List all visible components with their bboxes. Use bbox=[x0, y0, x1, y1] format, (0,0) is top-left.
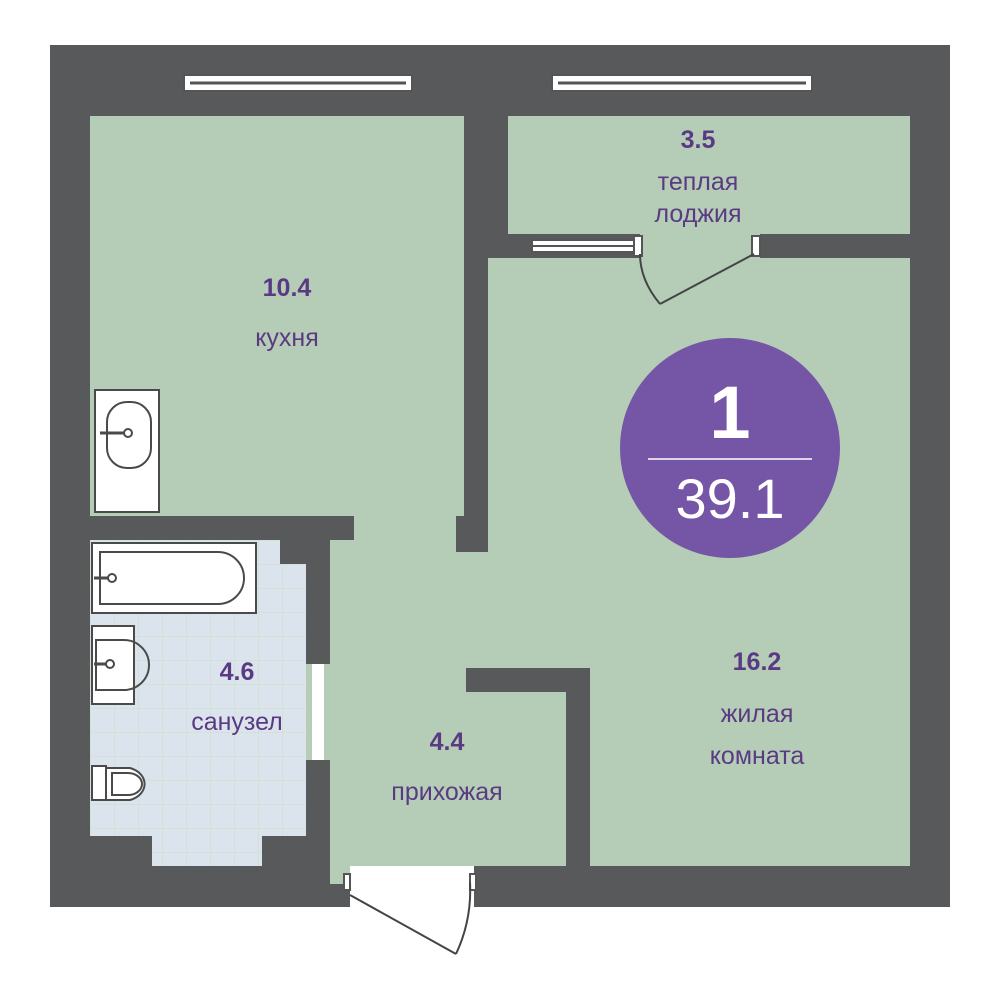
kitchen-bath-wall bbox=[90, 516, 354, 540]
kitchen-area: 10.4 bbox=[263, 274, 312, 302]
bath-wall-lower bbox=[306, 760, 330, 884]
entrance-opening bbox=[350, 866, 474, 907]
loggia-name-line2: лоджия bbox=[654, 200, 741, 228]
loggia-door-icon bbox=[531, 235, 761, 305]
apartment-badge: 1 39.1 bbox=[620, 338, 840, 558]
bath-door-gap bbox=[312, 664, 324, 760]
washbasin-icon bbox=[91, 625, 150, 705]
loggia-name-line1: теплая bbox=[658, 168, 739, 196]
kitchen-living-wall bbox=[464, 116, 488, 516]
bath-wall-upper bbox=[306, 540, 330, 664]
bathroom-area: 4.6 bbox=[220, 658, 255, 686]
kitchen-name: кухня bbox=[255, 324, 319, 352]
sink-icon bbox=[94, 389, 160, 513]
living-name-line2: комната bbox=[710, 742, 805, 770]
loggia-wall-left bbox=[488, 234, 532, 258]
living-name-line1: жилая bbox=[721, 700, 794, 728]
loggia-door-opening bbox=[640, 234, 760, 258]
loggia-area: 3.5 bbox=[681, 126, 716, 154]
total-area: 39.1 bbox=[676, 467, 785, 530]
entrance-door-icon bbox=[343, 873, 477, 955]
loggia-wall-right bbox=[760, 234, 910, 258]
hall-living-wall bbox=[566, 668, 590, 866]
toilet-icon bbox=[91, 765, 146, 801]
hallway-name: прихожая bbox=[391, 778, 502, 806]
bathroom-name: санузел bbox=[191, 708, 283, 736]
bathtub-icon bbox=[91, 542, 257, 614]
loggia-window-icon bbox=[551, 74, 813, 92]
hallway-floor bbox=[306, 516, 566, 884]
wall-stub bbox=[456, 516, 488, 552]
living-area: 16.2 bbox=[733, 648, 782, 676]
rooms-count: 1 bbox=[709, 371, 750, 454]
kitchen-window-icon bbox=[183, 74, 413, 92]
loggia-floor bbox=[508, 116, 910, 234]
hallway-area: 4.4 bbox=[430, 728, 465, 756]
